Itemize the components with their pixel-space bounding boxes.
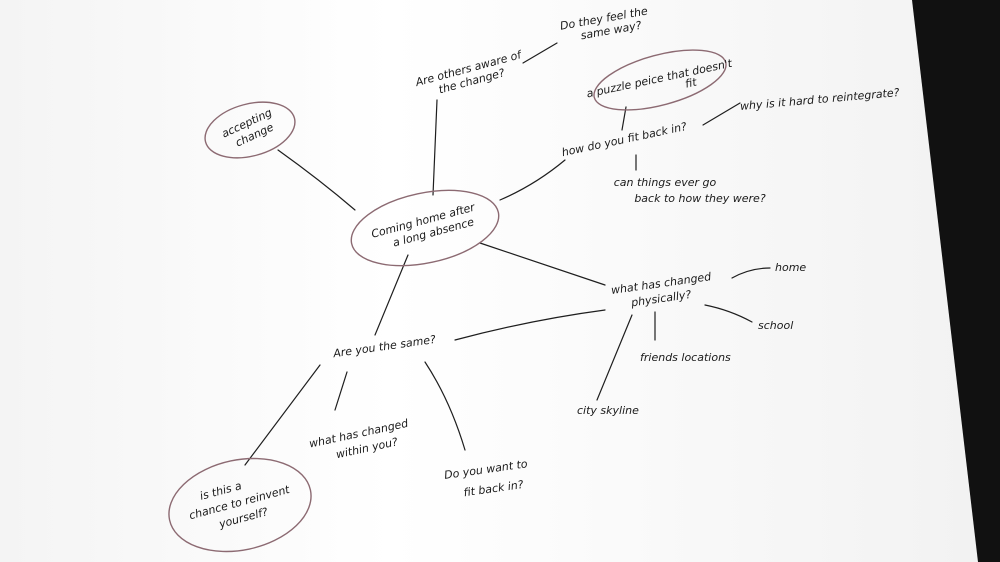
skyline-text: city skyline [577, 404, 639, 417]
accepting-oval [204, 101, 296, 159]
things-back-text-2: back to how they were? [634, 192, 765, 205]
school-text: school [758, 319, 793, 332]
home-text: home [775, 261, 806, 274]
puzzle-text-2: fit [684, 75, 699, 90]
central-oval [350, 189, 500, 267]
node-things-back: can things ever go back to how they were… [614, 176, 766, 205]
friends-text: friends locations [640, 351, 731, 364]
things-back-text-1: can things ever go [614, 176, 717, 189]
reinvent-oval [168, 457, 312, 553]
puzzle-oval [593, 49, 727, 111]
paper-sheet [0, 0, 978, 562]
connector-lines [244, 42, 771, 466]
